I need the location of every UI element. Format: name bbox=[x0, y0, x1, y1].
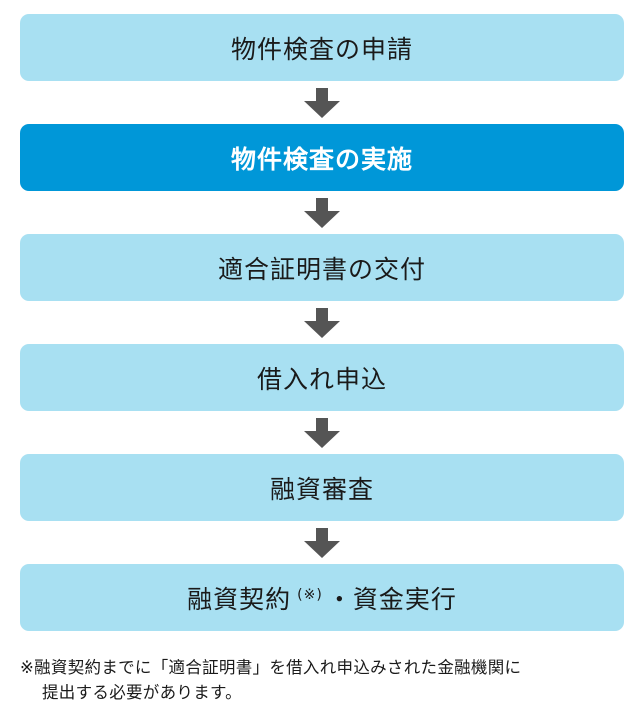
step-label: 融資審査 bbox=[269, 474, 374, 504]
step-label: 適合証明書の交付 bbox=[217, 254, 426, 284]
step-inspection-execution: 物件検査の実施 bbox=[20, 124, 624, 191]
step-certificate-issuance: 適合証明書の交付 bbox=[20, 234, 624, 301]
footnote: ※融資契約までに「適合証明書」を借入れ申込みされた金融機関に 提出する必要があり… bbox=[20, 655, 624, 705]
step-label-suffix: ・資金実行 bbox=[326, 584, 457, 614]
footnote-line-1: ※融資契約までに「適合証明書」を借入れ申込みされた金融機関に bbox=[20, 658, 522, 677]
down-arrow-icon bbox=[20, 301, 624, 344]
step-label: 融資契約 bbox=[187, 584, 292, 614]
step-loan-review: 融資審査 bbox=[20, 454, 624, 521]
step-loan-application: 借入れ申込 bbox=[20, 344, 624, 411]
step-label: 物件検査の実施 bbox=[230, 144, 413, 174]
footnote-mark: (※) bbox=[297, 586, 323, 603]
step-inspection-application: 物件検査の申請 bbox=[20, 14, 624, 81]
step-label: 借入れ申込 bbox=[256, 364, 387, 394]
footnote-line-2: 提出する必要があります。 bbox=[42, 683, 242, 702]
down-arrow-icon bbox=[20, 521, 624, 564]
down-arrow-icon bbox=[20, 411, 624, 454]
step-label: 物件検査の申請 bbox=[230, 34, 413, 64]
step-loan-contract-execution: 融資契約 (※) ・資金実行 bbox=[20, 564, 624, 631]
process-flow: 物件検査の申請 物件検査の実施 適合証明書の交付 借入れ申込 融資審査 融資契約… bbox=[20, 14, 624, 631]
down-arrow-icon bbox=[20, 191, 624, 234]
down-arrow-icon bbox=[20, 81, 624, 124]
